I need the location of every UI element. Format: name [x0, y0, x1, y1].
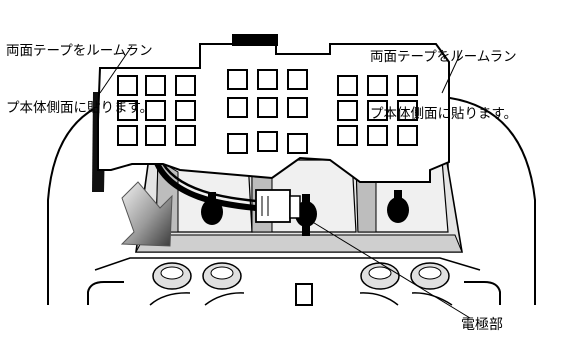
cable-outer [152, 156, 257, 211]
callout-tape-left: 両面テープをルームラン プ本体側面に貼ります。 [6, 4, 153, 156]
base-cutoff [0, 306, 567, 341]
callout-tape-right: 両面テープをルームラン プ本体側面に貼ります。 [370, 10, 517, 162]
callout-tape-right-line2: プ本体側面に貼ります。 [370, 106, 518, 122]
compartment-floor [135, 234, 463, 253]
leader-line-right [441, 49, 463, 94]
cable-inner [158, 157, 257, 203]
base-block-left [87, 281, 124, 305]
connector-plug [255, 189, 301, 223]
leader-line-electrode [305, 217, 471, 319]
callout-tape-left-line1: 両面テープをルームラン [6, 43, 153, 59]
callout-tape-left-line2: プ本体側面に貼ります。 [6, 100, 154, 116]
cover-top-tab [232, 34, 278, 46]
front-panel-edge [94, 257, 481, 271]
callout-electrode: 電極部 [461, 317, 503, 333]
cover-grid [117, 69, 418, 154]
electrode-terminal-right [387, 190, 409, 223]
base-center-slot [295, 283, 313, 306]
callout-tape-right-line1: 両面テープをルームラン [370, 49, 517, 65]
leader-line-left [99, 45, 133, 94]
base-block-right [464, 281, 501, 305]
insert-direction-arrow-icon [120, 181, 173, 247]
